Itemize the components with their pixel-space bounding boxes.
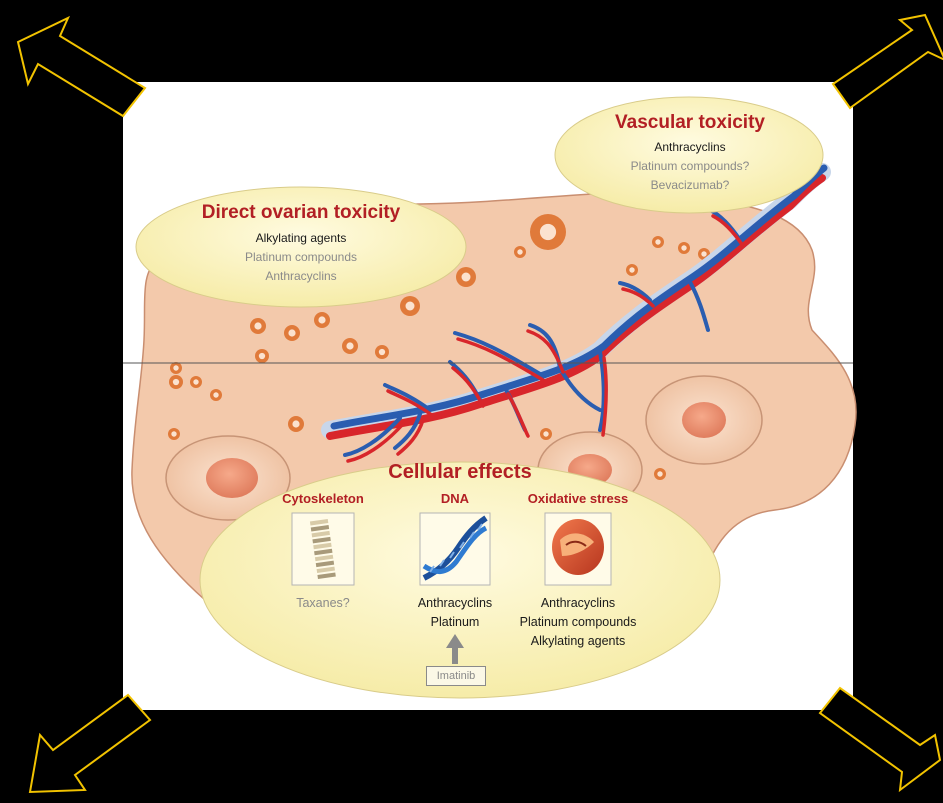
large-cell-right	[646, 376, 762, 464]
vascular-agent-anthracyclins: Anthracyclins	[560, 140, 820, 154]
dna-heading: DNA	[405, 491, 505, 506]
vascular-agent-platinum: Platinum compounds?	[560, 159, 820, 173]
corner-arrow-top-left	[18, 18, 145, 116]
dna-agent-platinum: Platinum	[395, 615, 515, 629]
vascular-toxicity-title: Vascular toxicity	[560, 112, 820, 134]
vascular-agent-bevacizumab: Bevacizumab?	[560, 178, 820, 192]
imatinib-label: Imatinib	[426, 666, 486, 686]
dna-agent-anthracyclins: Anthracyclins	[395, 596, 515, 610]
oxidative-agent-anthracyclins: Anthracyclins	[508, 596, 648, 610]
cellular-effects-title: Cellular effects	[330, 461, 590, 484]
direct-agent-platinum: Platinum compounds	[170, 250, 432, 264]
direct-agent-anthracyclins: Anthracyclins	[170, 269, 432, 283]
mitochondrion-icon	[545, 513, 611, 585]
direct-agent-alkylating: Alkylating agents	[170, 231, 432, 245]
cytoskeleton-heading: Cytoskeleton	[263, 491, 383, 506]
corner-arrow-bottom-left	[30, 695, 150, 792]
oxidative-stress-heading: Oxidative stress	[518, 491, 638, 506]
oxidative-agent-alkylating: Alkylating agents	[508, 634, 648, 648]
oxidative-agent-platinum: Platinum compounds	[508, 615, 648, 629]
cytoskeleton-agent-taxanes: Taxanes?	[263, 596, 383, 610]
corner-arrow-top-right	[833, 15, 943, 108]
dna-helix-icon	[420, 513, 490, 585]
corner-arrow-bottom-right	[820, 688, 940, 790]
microtubule-icon	[292, 513, 354, 585]
direct-toxicity-title: Direct ovarian toxicity	[170, 202, 432, 224]
